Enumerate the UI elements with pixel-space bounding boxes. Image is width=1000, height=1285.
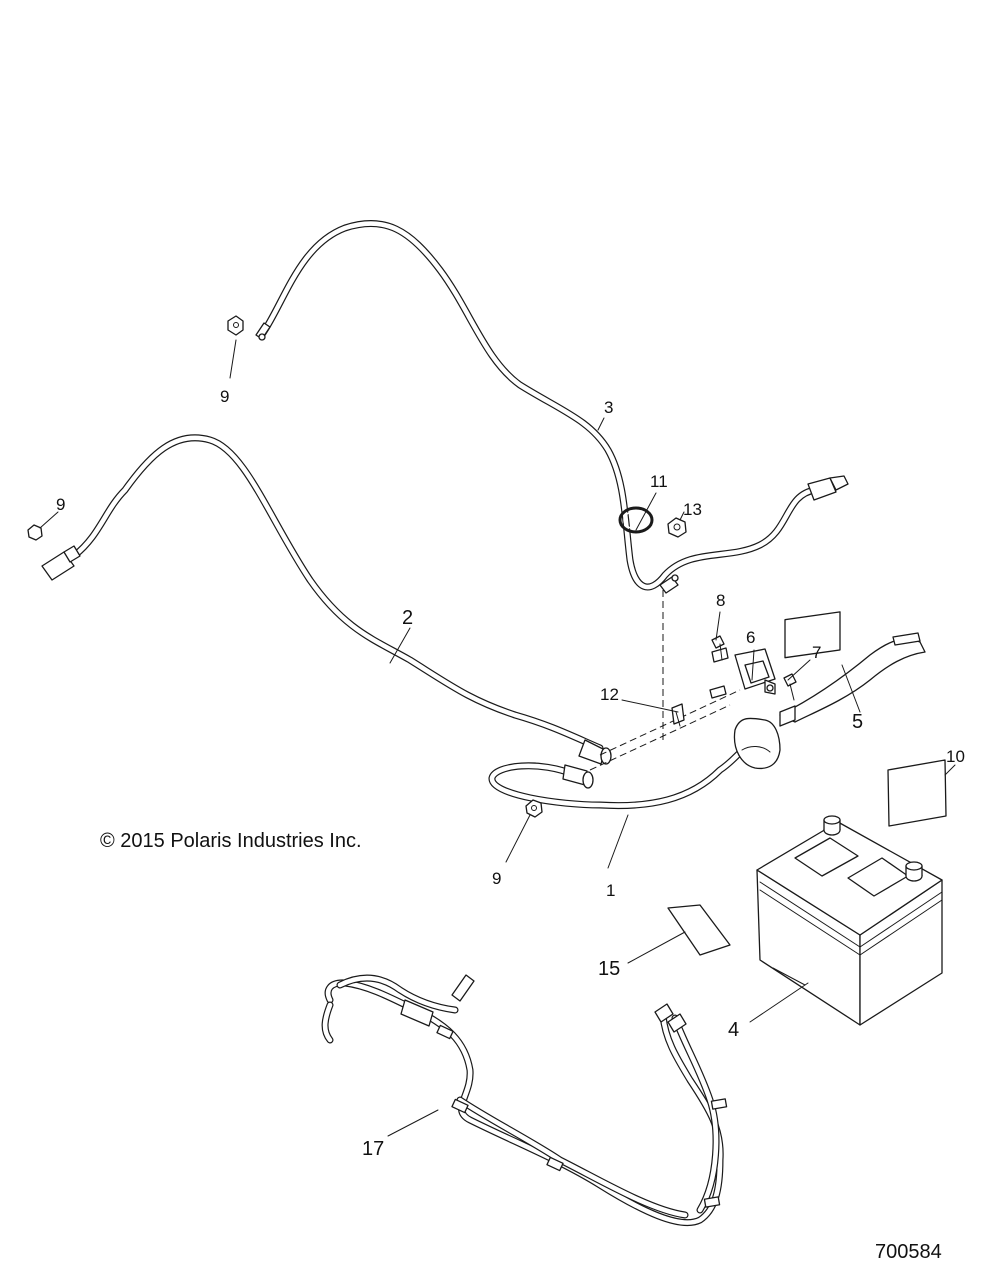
callout-12: 12	[600, 685, 619, 704]
nut-9-left	[27, 524, 43, 541]
callout-3: 3	[604, 398, 613, 417]
callout-4: 4	[728, 1019, 739, 1041]
callout-11: 11	[650, 472, 668, 491]
label-15	[667, 904, 731, 956]
copyright-notice: © 2015 Polaris Industries Inc.	[100, 830, 362, 852]
callout-9-upper: 9	[220, 387, 229, 406]
nut-9-lower	[525, 799, 543, 818]
callout-8: 8	[716, 591, 725, 610]
assembly-lines	[589, 590, 741, 771]
figure-number: 700584	[875, 1241, 942, 1263]
callout-6: 6	[746, 628, 755, 647]
callout-5: 5	[852, 711, 863, 733]
callout-1: 1	[606, 881, 615, 900]
leader-lines	[39, 339, 956, 1137]
strap-5	[779, 632, 926, 727]
pad	[784, 611, 841, 659]
nut-13	[667, 517, 687, 538]
callout-15: 15	[598, 958, 620, 980]
cable-1	[488, 717, 781, 810]
callout-7: 7	[812, 643, 821, 662]
callout-9-lower: 9	[492, 869, 501, 888]
screw-8	[711, 635, 725, 661]
screw-7	[783, 673, 797, 701]
callout-17: 17	[362, 1138, 384, 1160]
harness-17	[321, 974, 728, 1227]
cable-2	[41, 434, 612, 765]
bolt-12	[671, 703, 685, 727]
callout-2: 2	[402, 607, 413, 629]
callout-9-left: 9	[56, 495, 65, 514]
relay-6	[709, 647, 776, 699]
callout-13: 13	[683, 500, 702, 519]
label-10	[887, 759, 947, 827]
callouts: 1 2 3 4 5 6 7 8 9 9 9 10 11 12 13 15 17	[56, 387, 965, 1160]
battery-4	[756, 815, 943, 1026]
callout-10: 10	[946, 747, 965, 766]
nut-9-upper	[227, 315, 244, 336]
cable-3	[255, 219, 849, 594]
